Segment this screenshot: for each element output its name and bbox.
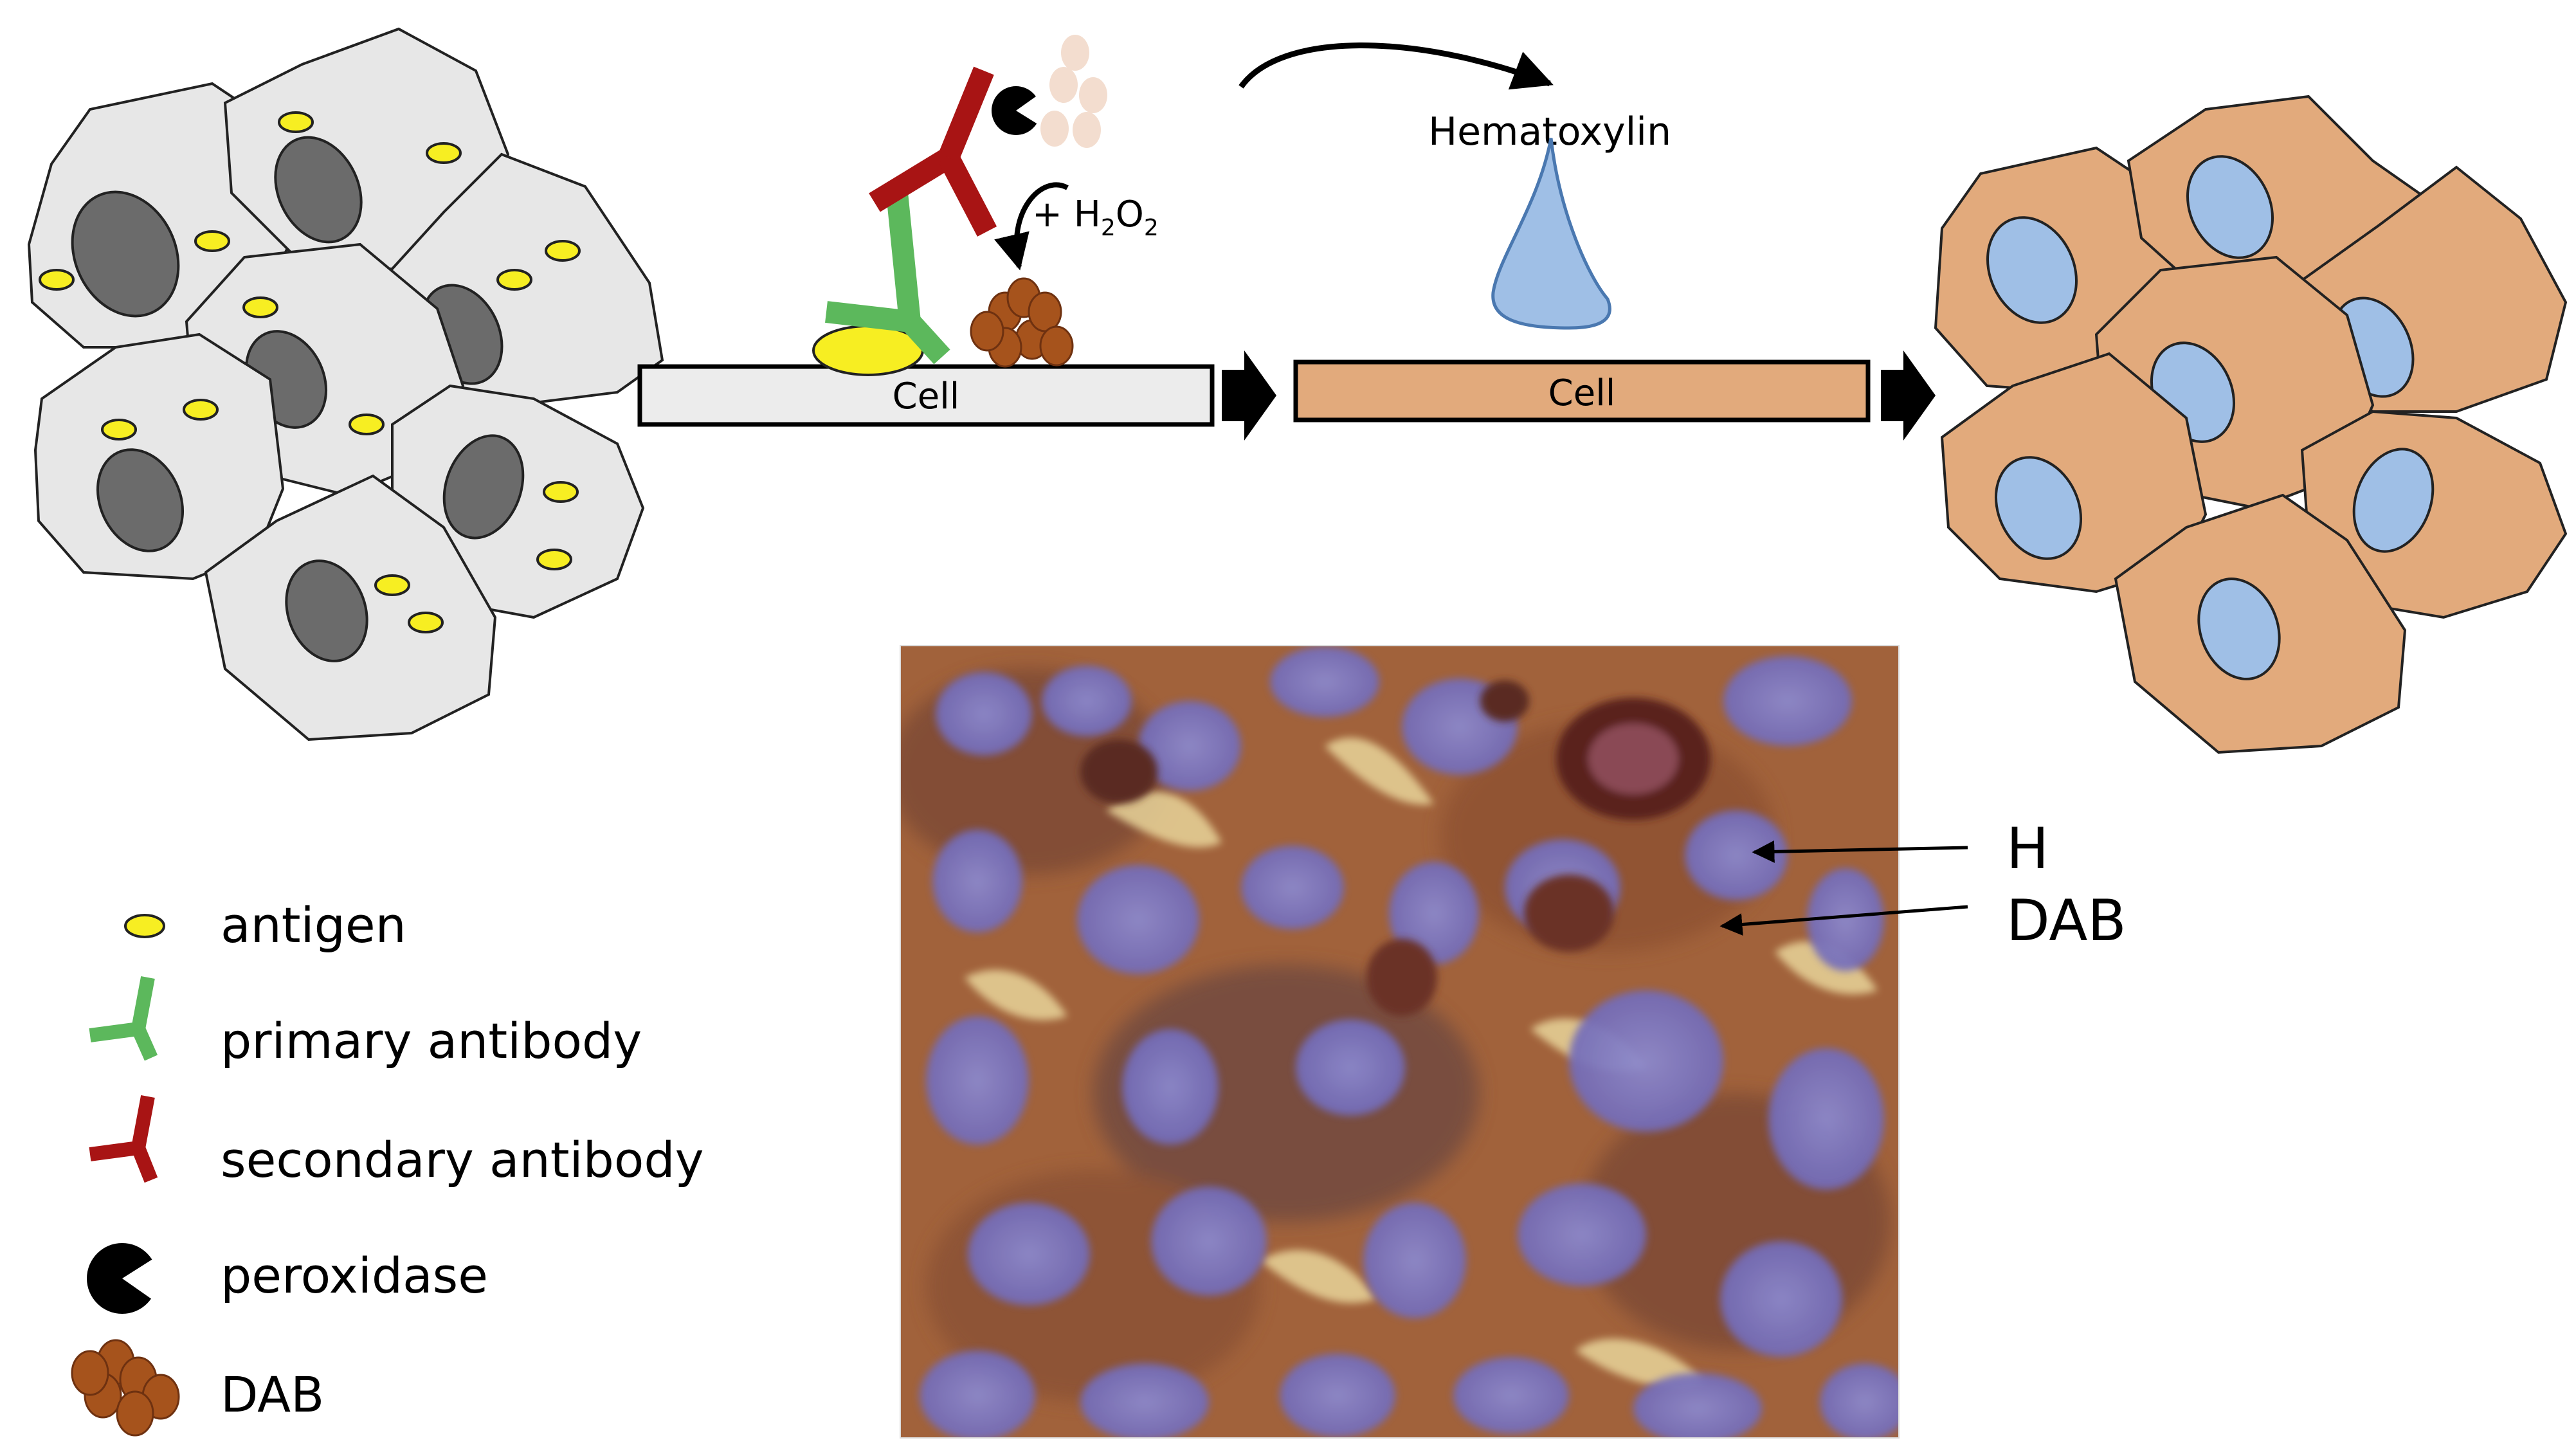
secondary-antibody-icon <box>869 66 997 237</box>
cell-bar-left: Cell <box>637 364 1215 427</box>
primary-antibody-icon <box>89 976 158 1061</box>
cell-bar-right: Cell <box>1293 359 1871 423</box>
h2o2-label: + H2O2 <box>1032 194 1159 241</box>
top-curved-arrow <box>1238 42 1554 90</box>
stained-cell <box>2300 410 2568 619</box>
peroxidase-icon <box>87 1243 161 1314</box>
cell-label: Cell <box>893 376 960 417</box>
dab-icon <box>71 1339 180 1437</box>
annotation-label-dab: DAB <box>2006 887 2127 954</box>
legend-label-peroxidase: peroxidase <box>221 1247 488 1304</box>
legend-label-dab: DAB <box>221 1366 324 1423</box>
unstained-cell <box>204 474 497 741</box>
stained-cell <box>2114 493 2407 754</box>
annotation-arrow-dab <box>1719 905 1968 936</box>
legend-label-primary-antibody: primary antibody <box>221 1012 642 1069</box>
legend-label-antigen: antigen <box>221 896 406 954</box>
micrograph-border <box>900 645 1900 1439</box>
legend-label-secondary-antibody: secondary antibody <box>221 1131 704 1188</box>
hematoxylin-drop-icon <box>1491 138 1611 330</box>
unstained-cell <box>33 332 285 581</box>
dab-precursor-dots <box>1040 35 1107 148</box>
stained-cell <box>1940 352 2208 594</box>
secondary-antibody-icon <box>89 1095 158 1183</box>
micrograph <box>900 646 1899 1438</box>
annotation-arrow-h <box>1752 840 1968 863</box>
legend: antigen primary antibody secondary antib… <box>71 896 704 1437</box>
unstained-cell-cluster <box>27 27 664 741</box>
peroxidase-icon <box>992 86 1045 135</box>
stained-cell-cluster <box>1934 95 2568 754</box>
block-arrow-right <box>1881 350 1936 441</box>
cell-label: Cell <box>1548 372 1616 414</box>
reaction-curved-arrow <box>994 182 1069 271</box>
dab-icon <box>970 277 1074 368</box>
annotation-label-h: H <box>2006 815 2049 882</box>
block-arrow-right <box>1222 350 1276 441</box>
antigen-icon <box>124 914 165 938</box>
primary-antibody-icon <box>825 192 950 365</box>
